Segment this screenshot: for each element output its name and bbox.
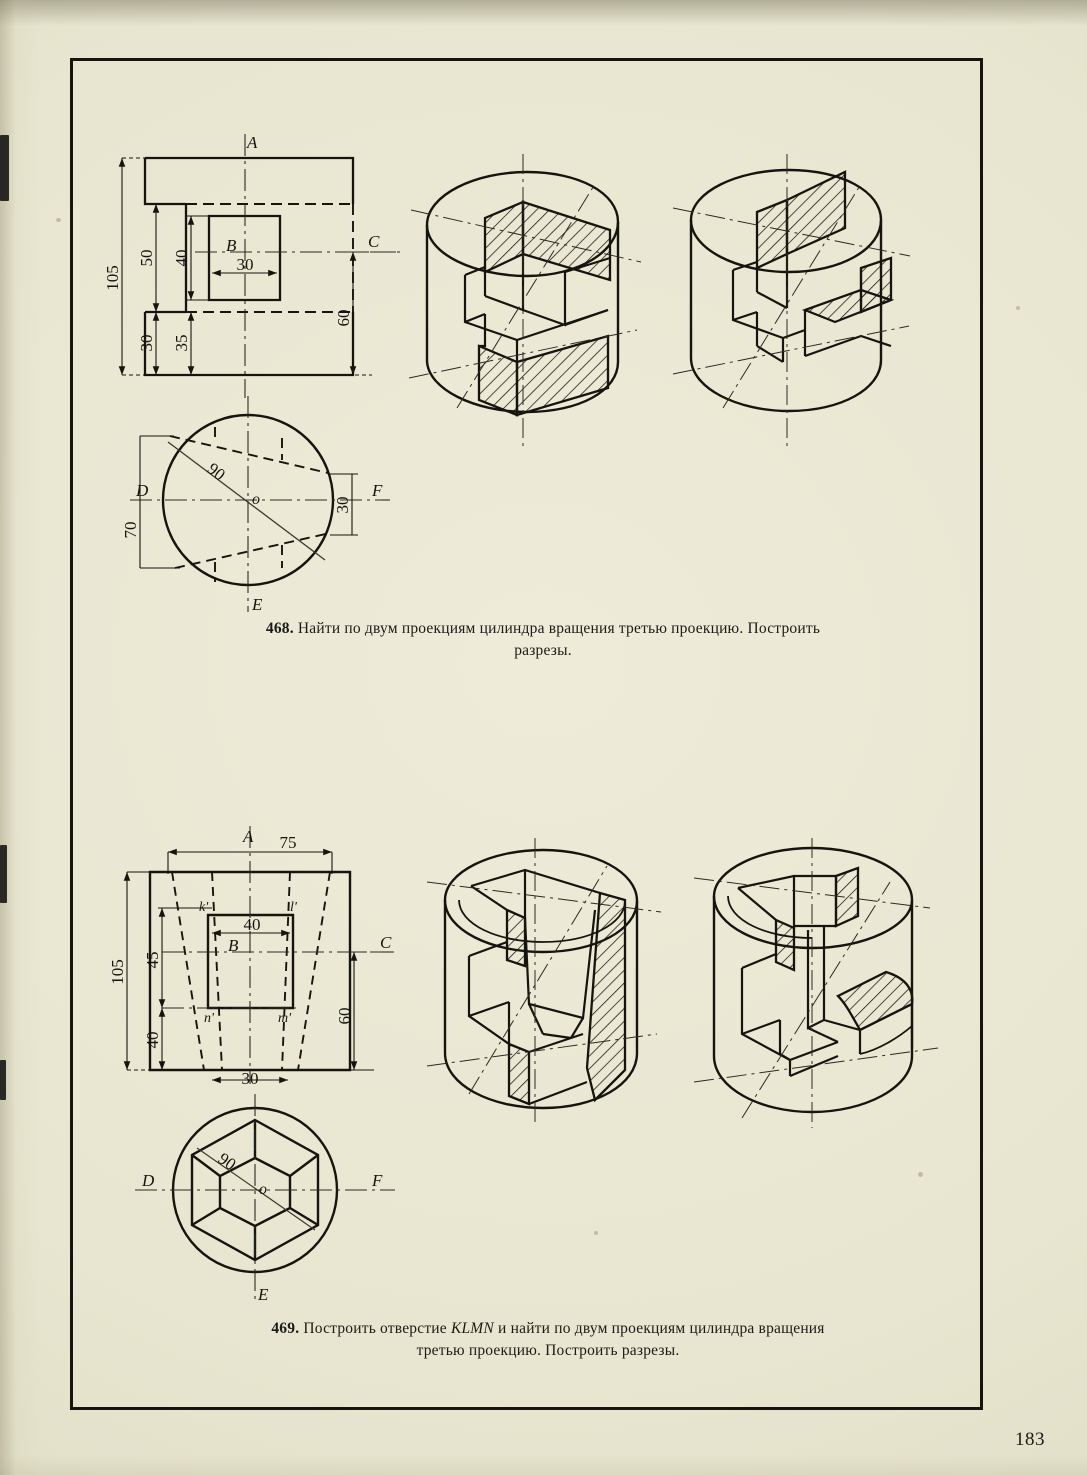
label-A-469: A: [242, 827, 254, 846]
caption-469-text-line2: третью проекцию. Построить разрезы.: [416, 1342, 680, 1359]
page-border-frame: [70, 58, 983, 1410]
front-view-468: 105 50 40 30 30 35 60 A B C: [100, 130, 410, 405]
top-view-468: 70 30 90 D o E F: [100, 390, 410, 625]
label-B-468: B: [226, 236, 237, 255]
top-view-469: 90 D o F E: [100, 1090, 420, 1310]
caption-468-text-line2: разрезы.: [514, 642, 572, 659]
isometric-cutaway-right-469: [690, 838, 955, 1133]
label-F-469: F: [371, 1171, 383, 1190]
svg-text:30: 30: [333, 497, 352, 514]
label-D-468: D: [135, 481, 149, 500]
scan-edge-mark-middle: [0, 845, 7, 903]
label-F-468: F: [371, 481, 383, 500]
isometric-cutaway-left-468: [405, 150, 665, 455]
caption-468-text: Найти по двум проекциям цилиндра вращени…: [297, 620, 821, 637]
page-number: 183: [1015, 1429, 1045, 1450]
svg-text:35: 35: [172, 335, 191, 352]
svg-text:40: 40: [143, 1032, 162, 1049]
paper-spot-1: [56, 218, 61, 222]
svg-text:30: 30: [237, 255, 254, 274]
label-l-prime-469: l': [290, 900, 298, 915]
svg-text:30: 30: [137, 335, 156, 352]
label-o-468: o: [252, 491, 260, 508]
label-C-468: C: [368, 232, 380, 251]
caption-468: 468. Найти по двум проекциям цилиндра вр…: [138, 618, 948, 662]
svg-text:40: 40: [172, 250, 191, 267]
label-C-469: C: [380, 933, 392, 952]
isometric-cutaway-left-469: [425, 838, 685, 1128]
caption-469-text-pre: Построить отверстие: [303, 1320, 451, 1337]
label-k-prime-469: k': [199, 900, 209, 915]
label-m-prime-469: m': [278, 1011, 292, 1026]
label-E-468: E: [251, 595, 263, 614]
front-view-469: 75 105 45 40 40 60 30 A B C k' l' n' m': [100, 818, 420, 1088]
svg-text:75: 75: [280, 833, 297, 852]
label-n-prime-469: n': [204, 1011, 215, 1026]
caption-469-text-post: и найти по двум проекциям цилиндра враще…: [493, 1320, 825, 1337]
svg-text:60: 60: [335, 1008, 354, 1025]
svg-text:40: 40: [244, 915, 261, 934]
label-B-469: B: [228, 936, 239, 955]
caption-468-number: 468.: [265, 620, 294, 637]
svg-text:50: 50: [137, 250, 156, 267]
paper-spot-4: [1016, 306, 1020, 310]
paper-spot-2: [918, 1172, 923, 1177]
label-D-469: D: [141, 1171, 155, 1190]
isometric-cutaway-right-468: [665, 150, 930, 455]
svg-text:30: 30: [242, 1069, 259, 1088]
svg-text:105: 105: [103, 265, 122, 291]
svg-text:60: 60: [334, 310, 353, 327]
label-A-468: A: [246, 133, 258, 152]
caption-469: 469. Построить отверстие KLMN и найти по…: [138, 1318, 958, 1362]
scan-edge-mark-top: [0, 135, 9, 201]
svg-text:45: 45: [143, 952, 162, 969]
caption-469-number: 469.: [271, 1320, 300, 1337]
svg-text:70: 70: [121, 522, 140, 539]
caption-469-italic: KLMN: [450, 1320, 494, 1337]
paper-spot-3: [594, 1231, 598, 1235]
svg-text:105: 105: [108, 959, 127, 985]
svg-text:90: 90: [204, 459, 229, 484]
svg-text:90: 90: [215, 1149, 240, 1174]
label-o-469: o: [259, 1181, 267, 1198]
label-E-469: E: [257, 1285, 269, 1304]
scan-edge-mark-bottom: [0, 1060, 6, 1100]
